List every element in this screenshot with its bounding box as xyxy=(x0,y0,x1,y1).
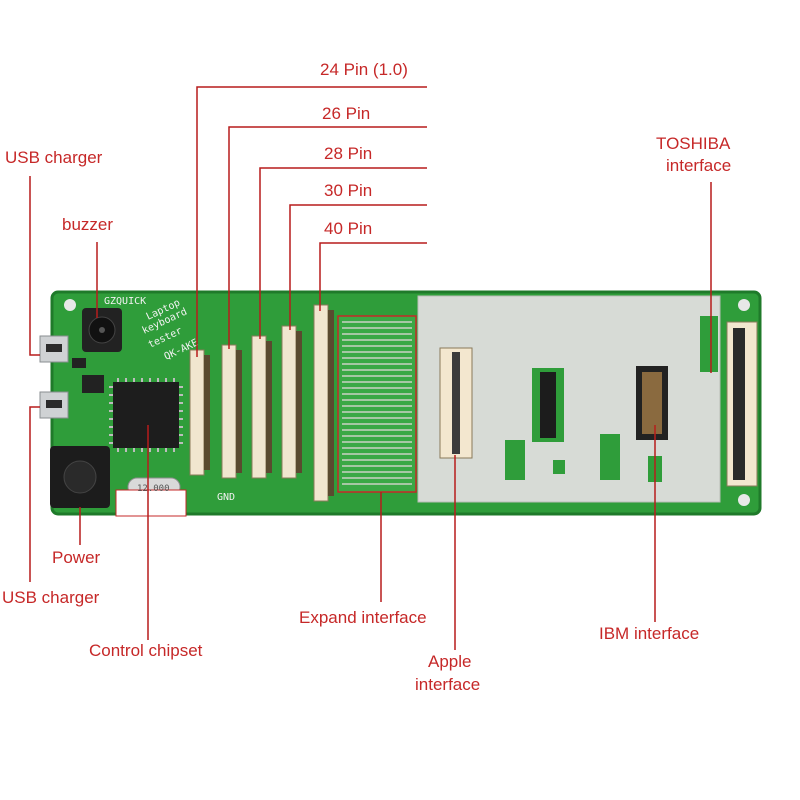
connector-24pin xyxy=(189,349,210,476)
label-buzzer: buzzer xyxy=(62,215,114,234)
leader-24pin xyxy=(196,86,427,357)
label-26pin: 26 Pin xyxy=(322,104,371,123)
label-28pin: 28 Pin xyxy=(324,144,373,163)
leader-usb-top xyxy=(29,176,40,356)
mount-hole xyxy=(738,299,750,311)
crystal-label: 12.000 xyxy=(137,484,170,494)
label-expand-interface: Expand interface xyxy=(299,608,427,627)
leader-usb-bottom xyxy=(29,406,40,582)
label-usb-charger-top: USB charger xyxy=(5,148,103,167)
connector-28pin xyxy=(251,335,272,479)
ibm-connector xyxy=(636,366,668,440)
leader-26pin xyxy=(228,126,427,349)
label-usb-charger-bottom: USB charger xyxy=(2,588,100,607)
toshiba-connector xyxy=(726,321,758,487)
connector-30pin xyxy=(281,325,302,479)
usb-port-bottom xyxy=(39,391,69,419)
expand-traces xyxy=(337,315,417,493)
label-apple-1: Apple xyxy=(428,652,472,671)
control-chip xyxy=(109,378,183,452)
small-ic xyxy=(82,375,104,393)
buzzer-component xyxy=(82,308,122,352)
brand-silkscreen: GZQUICK xyxy=(104,296,146,307)
label-apple-2: interface xyxy=(415,675,481,694)
center-pads xyxy=(505,368,662,482)
apple-connector xyxy=(439,347,473,459)
leader-lines xyxy=(29,86,712,650)
small-ic xyxy=(72,358,86,368)
label-toshiba-1: TOSHIBA xyxy=(656,134,731,153)
label-power: Power xyxy=(52,548,101,567)
leader-30pin xyxy=(289,204,427,330)
usb-port-top xyxy=(39,335,69,363)
gnd-silkscreen: GND xyxy=(217,492,235,503)
label-30pin: 30 Pin xyxy=(324,181,373,200)
leader-28pin xyxy=(259,167,427,339)
label-control-chipset: Control chipset xyxy=(89,641,203,660)
label-24pin: 24 Pin (1.0) xyxy=(320,60,408,79)
label-40pin: 40 Pin xyxy=(324,219,373,238)
connector-26pin xyxy=(221,344,242,479)
label-ibm-interface: IBM interface xyxy=(599,624,700,643)
mount-hole xyxy=(738,494,750,506)
leader-40pin xyxy=(319,242,427,311)
connector-40pin xyxy=(313,304,334,502)
mount-hole xyxy=(64,299,76,311)
power-switch xyxy=(50,446,110,508)
label-toshiba-2: interface xyxy=(666,156,732,175)
